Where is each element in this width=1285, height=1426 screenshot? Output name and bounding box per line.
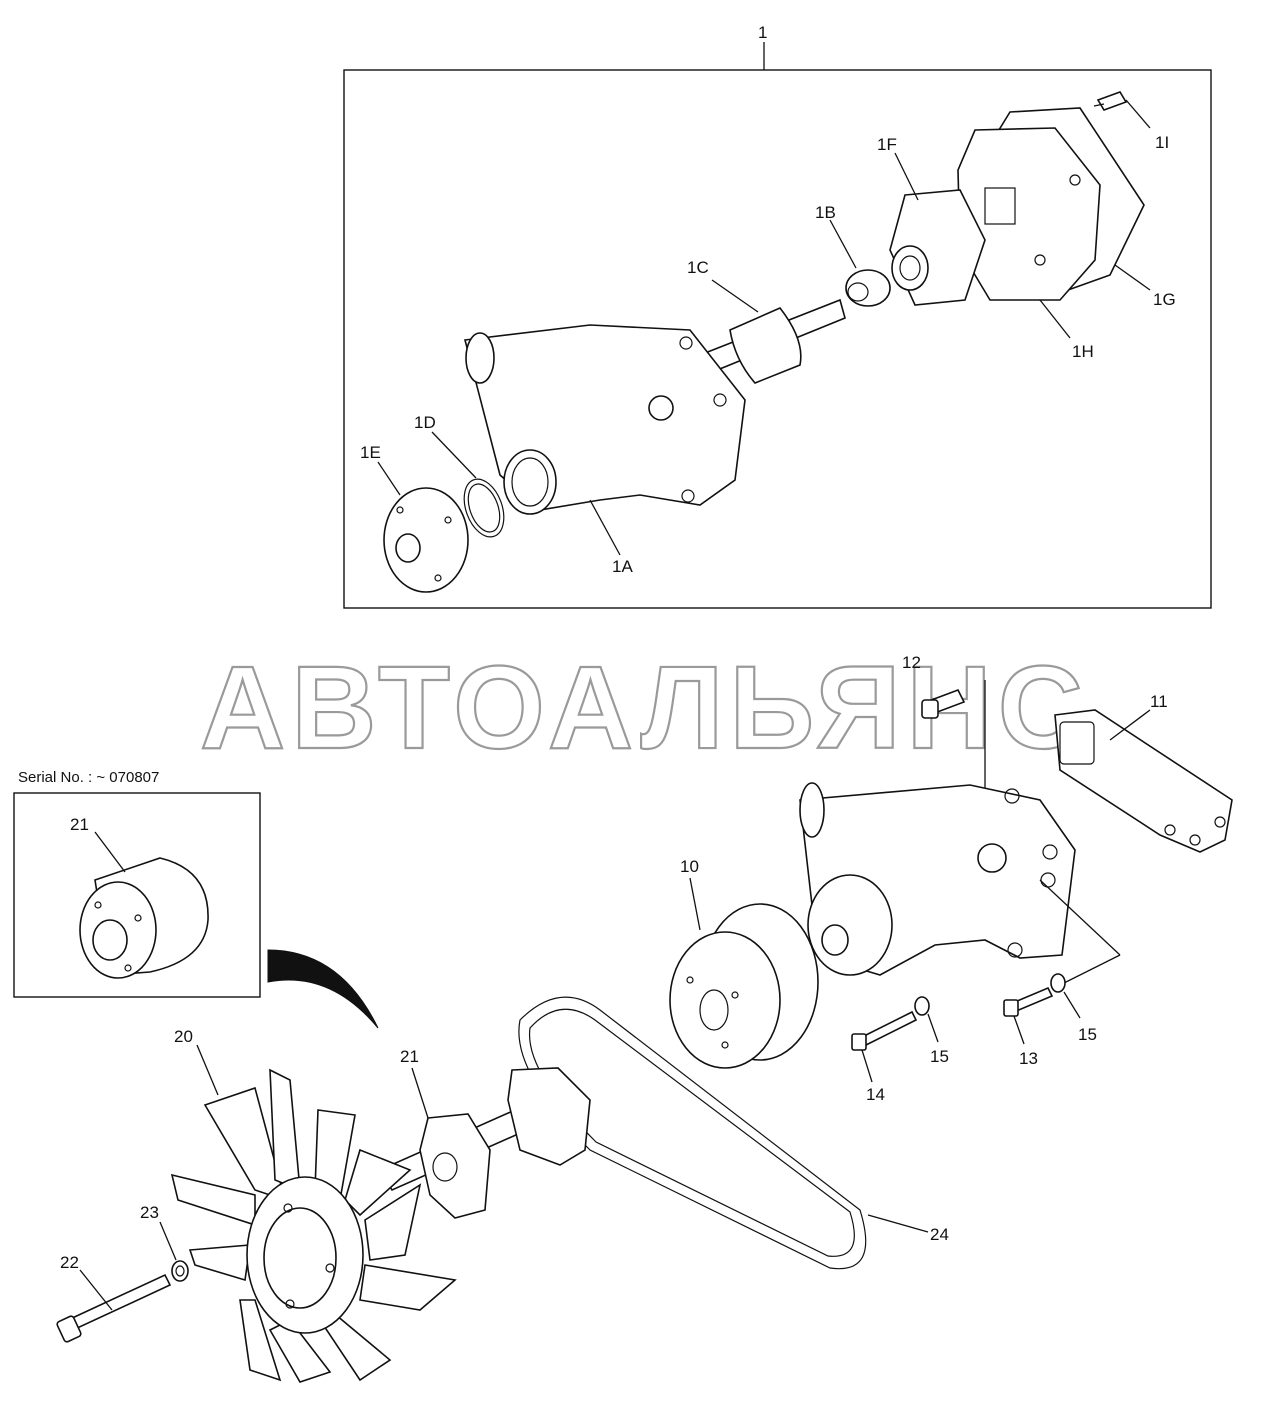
label-1F: 1F	[877, 135, 897, 154]
label-1D: 1D	[414, 413, 436, 432]
fan-spacer	[378, 1067, 591, 1219]
label-23: 23	[140, 1203, 159, 1222]
label-1: 1	[758, 23, 767, 42]
part-1I-bolt	[1093, 91, 1151, 129]
part-23-washer	[159, 1221, 189, 1282]
part-22-bolt	[56, 1269, 172, 1343]
label-14: 14	[866, 1085, 885, 1104]
watermark-text: АВТОАЛЬЯНС	[200, 642, 1089, 774]
label-1G: 1G	[1153, 290, 1176, 309]
label-1I: 1I	[1155, 133, 1169, 152]
label-1B: 1B	[815, 203, 836, 222]
part-1A-pump-body	[463, 324, 746, 556]
label-13: 13	[1019, 1049, 1038, 1068]
label-1C: 1C	[687, 258, 709, 277]
label-1E: 1E	[360, 443, 381, 462]
label-24: 24	[930, 1225, 949, 1244]
serial-inset-frame	[13, 792, 261, 998]
label-1H: 1H	[1072, 342, 1094, 361]
label-1A: 1A	[612, 557, 633, 576]
serial-note: Serial No. : ~ 070807	[18, 769, 159, 786]
label-10: 10	[680, 857, 699, 876]
part-1H-back-plate	[957, 127, 1101, 339]
arrow-shape	[267, 949, 379, 1029]
part-11-gasket	[1054, 709, 1233, 853]
part-1E-flange	[377, 461, 469, 593]
part-1B-seal	[829, 219, 891, 307]
label-15-right: 15	[1078, 1025, 1097, 1044]
water-pump-assembly-frame	[343, 42, 1212, 609]
part-1D-snap-ring	[431, 431, 505, 538]
label-22: 22	[60, 1253, 79, 1272]
part-15-washer-a	[914, 996, 939, 1043]
part-20-cooling-fan	[170, 1044, 457, 1383]
label-12: 12	[902, 653, 921, 672]
water-pump	[799, 782, 1121, 986]
part-1F-impeller	[889, 152, 986, 306]
label-21: 21	[400, 1047, 419, 1066]
part-1C-shaft-bearing	[699, 279, 846, 384]
part-14-bolt	[851, 1010, 918, 1083]
label-15-left: 15	[930, 1047, 949, 1066]
part-10-pulley	[669, 877, 819, 1069]
part-13-bolt	[1003, 986, 1054, 1045]
label-11: 11	[1150, 692, 1168, 711]
part-15-washer-b	[1050, 973, 1081, 1019]
label-21-inset: 21	[70, 815, 89, 834]
label-20: 20	[174, 1027, 193, 1046]
part-21-spacer-inset	[79, 831, 209, 979]
